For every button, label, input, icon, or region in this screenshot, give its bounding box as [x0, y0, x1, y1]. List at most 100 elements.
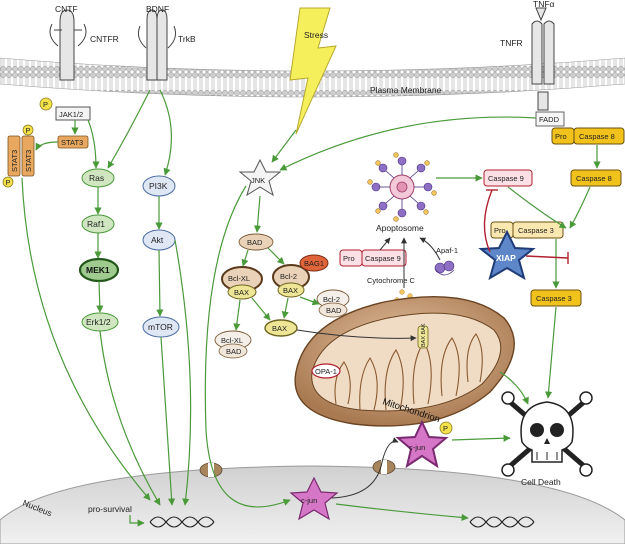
- trkb-receptor: [138, 9, 176, 81]
- xiap-node: XIAP: [478, 229, 536, 281]
- raf1-node: Raf1: [81, 214, 115, 234]
- bcl2-bax-complex: Bcl-2 BAX: [272, 264, 310, 298]
- mek1-node: MEK1: [78, 257, 120, 283]
- bcl2-bad-complex: Bcl-2 BAD: [316, 289, 350, 318]
- svg-text:JAK1/2: JAK1/2: [59, 110, 83, 119]
- svg-text:BAG1: BAG1: [304, 259, 324, 268]
- mtor-node: mTOR: [142, 316, 180, 338]
- stat3-dimer: STAT3 STAT3: [7, 135, 35, 177]
- cntfr-label: CNTFR: [90, 34, 119, 44]
- svg-text:STAT3: STAT3: [61, 138, 83, 147]
- bag1-node: BAG1: [299, 254, 329, 272]
- bclxl-bad-complex: Bcl-XL BAD: [214, 330, 252, 359]
- pro-caspase9-node: Pro Caspase 9: [339, 249, 407, 267]
- svg-text:BAX: BAX: [234, 288, 249, 297]
- dna-helix: [469, 516, 535, 528]
- bclxl-bax-complex: Bcl-XL BAX: [221, 266, 263, 300]
- phospho-badge: P: [22, 124, 34, 136]
- cntfr-receptor: [49, 9, 87, 81]
- bax-node: BAX: [264, 319, 298, 337]
- bdnf-label: BDNF: [146, 4, 169, 14]
- svg-text:BAD: BAD: [326, 306, 342, 315]
- fadd-node: FADD: [535, 111, 565, 127]
- svg-text:BAX: BAX: [283, 286, 298, 295]
- apoptosome-icon: [367, 152, 437, 222]
- erk-node: Erk1/2: [81, 312, 119, 332]
- jnk-node: JNK: [238, 158, 282, 197]
- cjun-phospho-node: c-jun: [395, 419, 449, 469]
- stress-lightning-icon: [289, 7, 337, 135]
- svg-text:P: P: [443, 424, 448, 433]
- tnfr-label: TNFR: [500, 38, 523, 48]
- pathway-arrows: [21, 89, 601, 522]
- apaf1-icon: [434, 260, 455, 276]
- caspase3-node: Caspase 3: [530, 289, 582, 307]
- svg-text:STAT3: STAT3: [10, 150, 19, 172]
- jak-box: JAK1/2: [55, 106, 91, 121]
- cell-death-label: Cell Death: [521, 477, 561, 487]
- tnfa-label: TNFα: [533, 0, 555, 9]
- svg-text:FADD: FADD: [539, 115, 560, 124]
- cytochrome-c-label: Cytochrome C: [367, 276, 416, 285]
- nuclear-pore: [372, 459, 396, 475]
- svg-text:BAD: BAD: [226, 347, 242, 356]
- opa1-node: OPA-1: [311, 363, 341, 379]
- svg-text:Raf1: Raf1: [87, 219, 105, 229]
- mitochondrion-icon: [294, 295, 515, 427]
- svg-text:Caspase 9: Caspase 9: [365, 254, 401, 263]
- svg-text:c-jun: c-jun: [409, 443, 425, 452]
- ras-node: Ras: [81, 168, 115, 188]
- apaf1-label: Apaf-1: [436, 246, 458, 255]
- svg-text:Caspase 9: Caspase 9: [488, 174, 524, 183]
- phospho-badge: P: [2, 176, 14, 188]
- phospho-badge: P: [39, 97, 53, 111]
- svg-text:JNK: JNK: [251, 176, 265, 185]
- svg-text:Caspase 8: Caspase 8: [579, 132, 615, 141]
- pro-caspase3-node: Pro Caspase 3: [490, 221, 564, 239]
- akt-node: Akt: [142, 229, 176, 251]
- bad-node: BAD: [238, 233, 274, 251]
- stat3-node: STAT3: [57, 135, 89, 149]
- cntf-label: CNTF: [55, 4, 78, 14]
- svg-text:Caspase 8: Caspase 8: [576, 174, 612, 183]
- svg-text:BAD: BAD: [247, 238, 263, 247]
- plasma-membrane-label: Plasma Membrane: [370, 85, 442, 95]
- svg-text:Bcl-2: Bcl-2: [323, 295, 340, 304]
- svg-text:Bcl-XL: Bcl-XL: [221, 336, 243, 345]
- pi3k-node: PI3K: [142, 175, 176, 197]
- trkb-label: TrkB: [178, 34, 196, 44]
- svg-text:P: P: [6, 178, 11, 187]
- svg-text:Pro: Pro: [494, 226, 506, 235]
- svg-text:c-jun: c-jun: [301, 496, 317, 505]
- svg-text:BAX BAK: BAX BAK: [421, 323, 427, 347]
- cjun-nuclear-node: c-jun: [289, 476, 339, 521]
- svg-text:Pro: Pro: [555, 132, 567, 141]
- svg-text:Caspase 3: Caspase 3: [518, 226, 554, 235]
- stress-label: Stress: [304, 30, 328, 40]
- apoptosome-label: Apoptosome: [376, 223, 424, 233]
- svg-text:XIAP: XIAP: [496, 253, 516, 263]
- svg-text:Bcl-XL: Bcl-XL: [228, 274, 250, 283]
- svg-text:Bcl-2: Bcl-2: [280, 272, 297, 281]
- tnfr-receptor: [531, 7, 555, 111]
- svg-text:Pro: Pro: [343, 254, 355, 263]
- bax-bak-pore: BAX BAK: [417, 323, 429, 349]
- svg-text:P: P: [26, 126, 31, 135]
- svg-text:BAX: BAX: [272, 324, 287, 333]
- svg-text:PI3K: PI3K: [149, 181, 168, 191]
- svg-text:mTOR: mTOR: [148, 322, 173, 332]
- svg-text:OPA-1: OPA-1: [315, 367, 337, 376]
- caspase8-node: Caspase 8: [570, 169, 622, 187]
- svg-text:Ras: Ras: [89, 173, 104, 183]
- svg-text:P: P: [43, 100, 48, 109]
- svg-text:Caspase 3: Caspase 3: [536, 294, 572, 303]
- svg-text:STAT3: STAT3: [24, 150, 33, 172]
- inhibition-lines: [483, 189, 569, 264]
- dna-helix: [149, 516, 215, 528]
- svg-text:Akt: Akt: [151, 235, 164, 245]
- cell-death-skull-icon: [501, 391, 593, 477]
- pro-survival-label: pro-survival: [88, 504, 132, 514]
- pro-caspase8-node: Pro Caspase 8: [551, 127, 625, 145]
- phospho-badge: P: [439, 421, 453, 435]
